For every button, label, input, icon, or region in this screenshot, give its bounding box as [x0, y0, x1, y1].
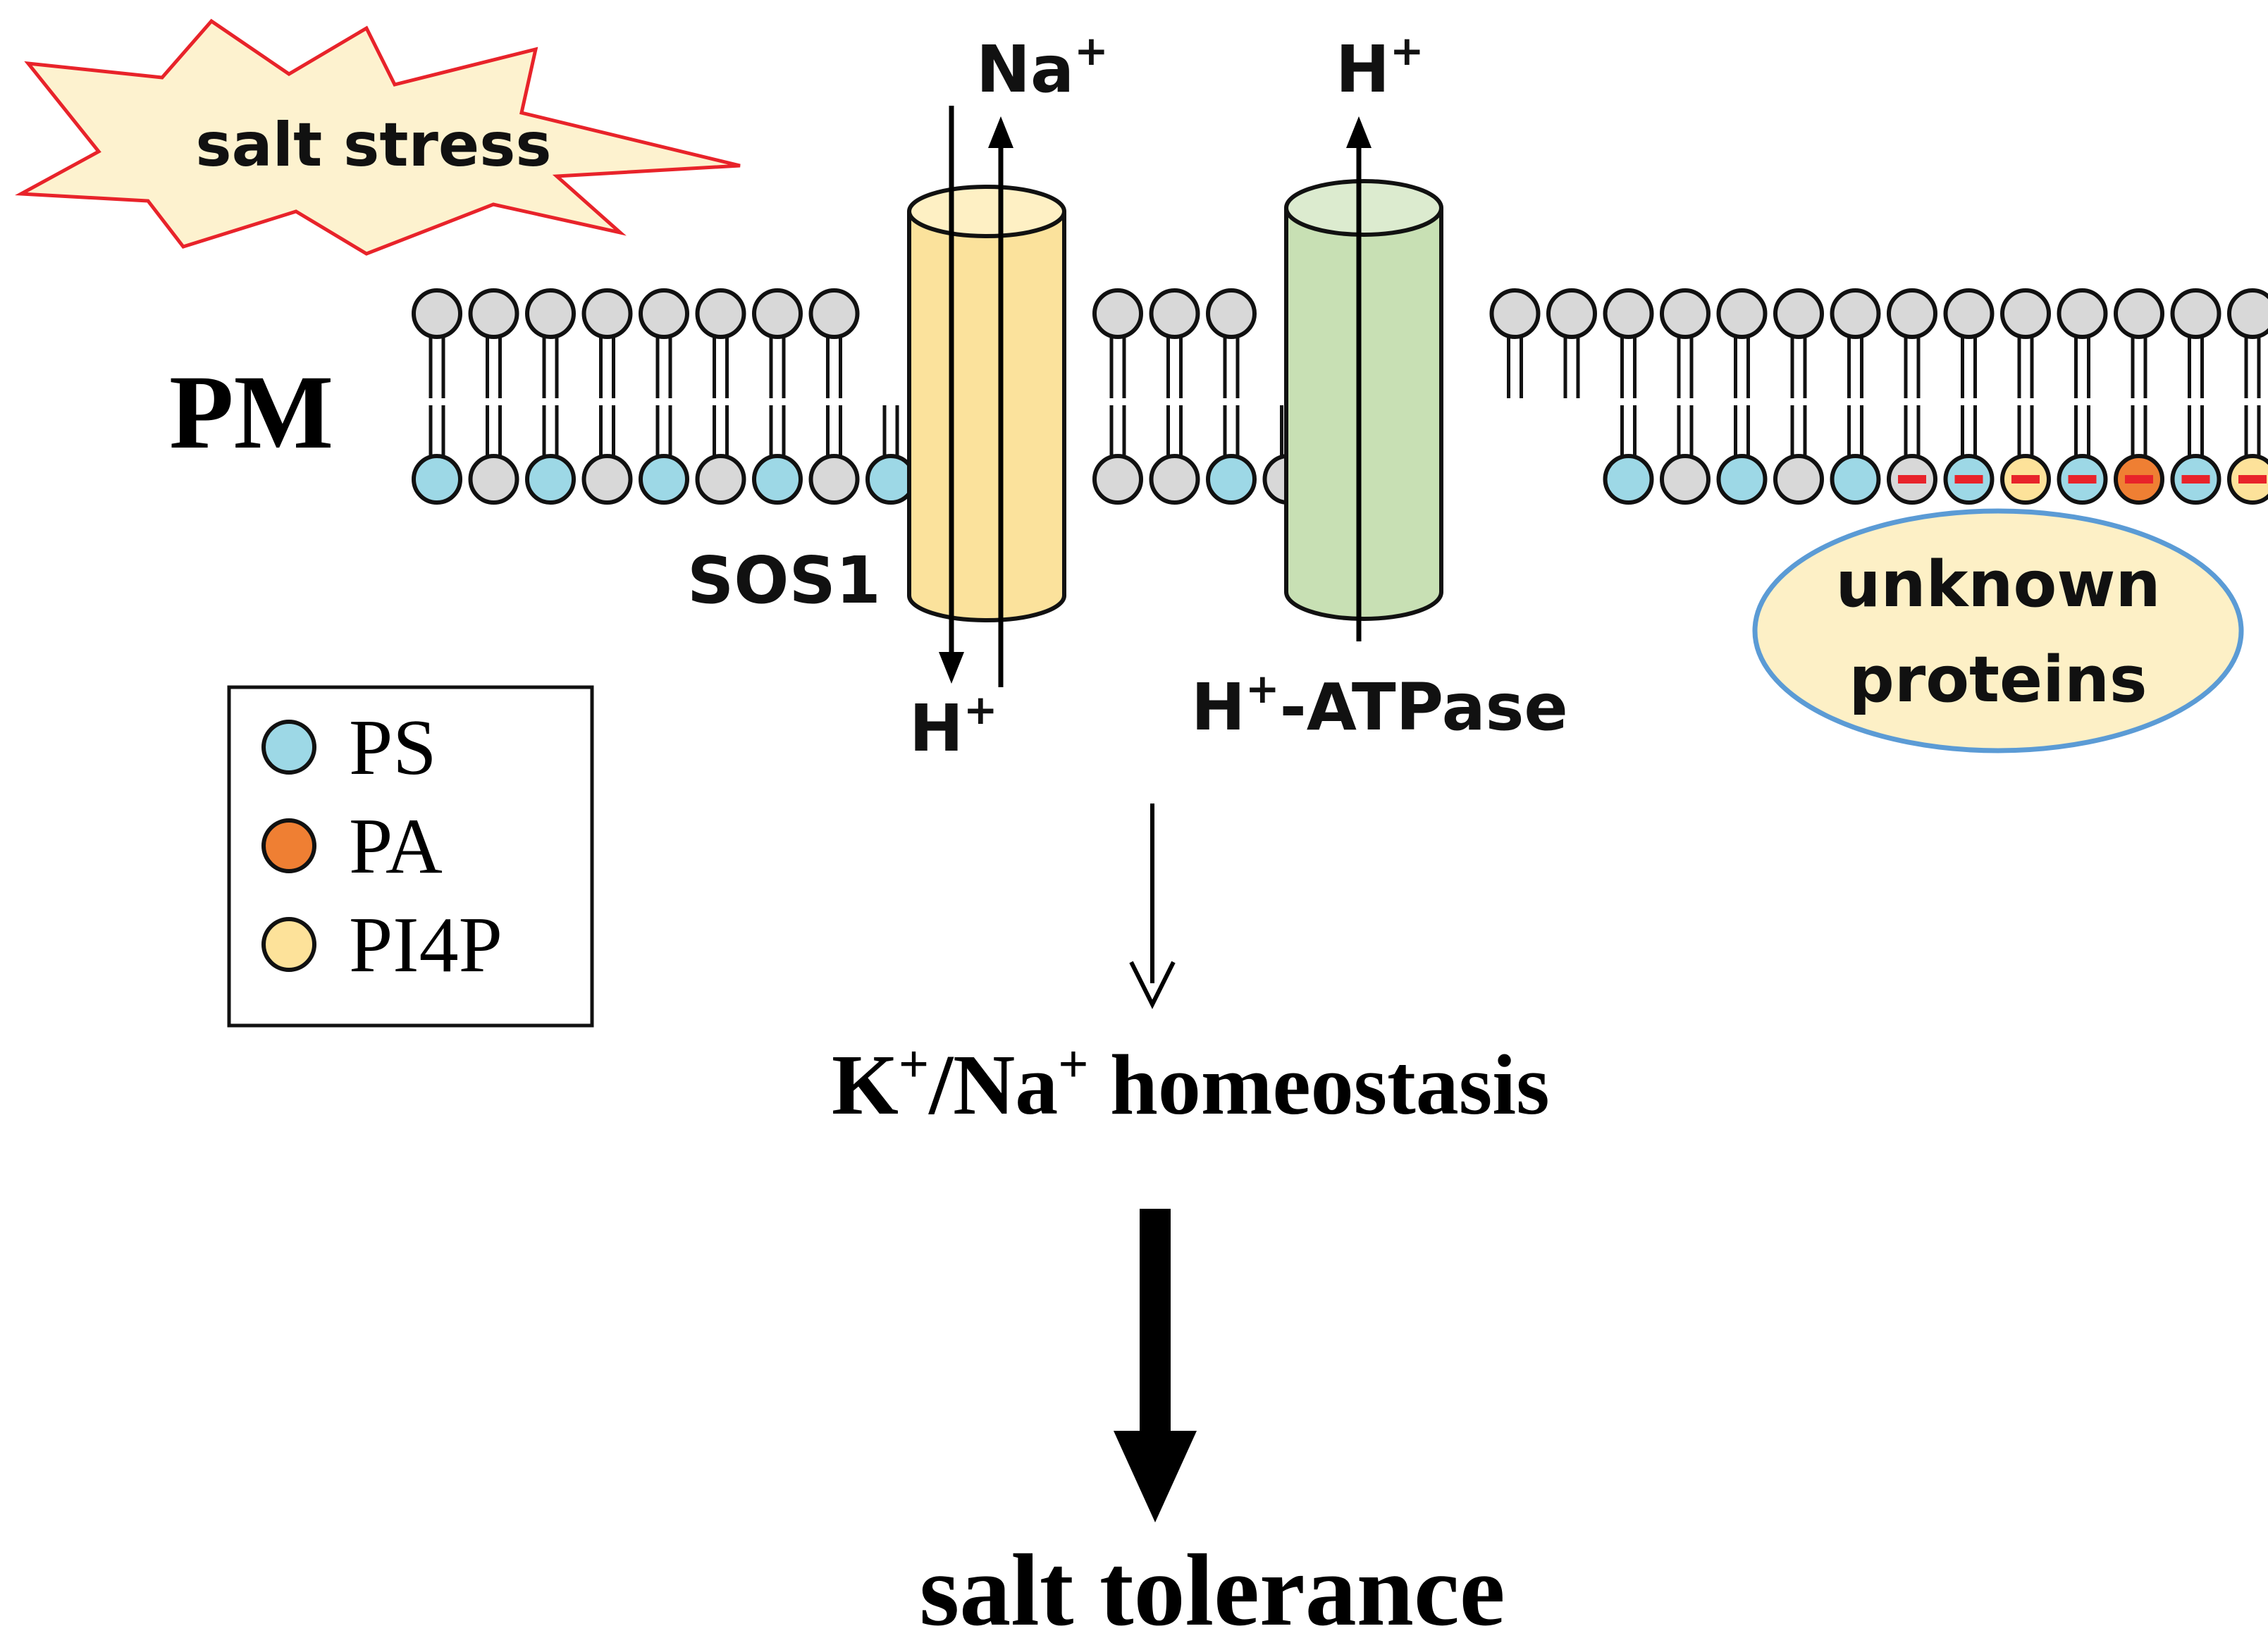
salt-stress-burst: salt stress: [15, 18, 741, 256]
unknown-proteins: unknown proteins: [1752, 508, 2244, 753]
lipid-head-inner: [1660, 454, 1711, 505]
lipid-head-inner: [695, 454, 746, 505]
legend-label: PS: [349, 704, 437, 792]
negative-charge-icon: [1898, 475, 1926, 484]
lipid-head-outer: [525, 288, 576, 339]
lipid-head-inner: [525, 454, 576, 505]
lipid-head-inner: [1603, 454, 1654, 505]
lipid-head-outer: [412, 288, 462, 339]
lipid-head-outer: [1943, 288, 1995, 339]
thick-down-arrow-shaft: [1140, 1209, 1171, 1441]
lipid-head-outer: [1830, 288, 1881, 339]
h-atpase-pump: [1284, 116, 1443, 641]
atpase-label: H+-ATPase: [1191, 665, 1568, 745]
lipid-head-outer: [468, 288, 519, 339]
lipid-head-inner: [752, 454, 803, 505]
legend-swatch: [261, 917, 316, 972]
lipid-head-inner: [1716, 454, 1768, 505]
legend-swatch: [261, 818, 316, 873]
legend-item: PS: [261, 704, 437, 792]
lipid-head-inner: [468, 454, 519, 505]
thick-down-arrowhead: [1114, 1431, 1197, 1522]
lipid-head-outer: [581, 288, 633, 339]
lipid-head-outer: [1489, 288, 1541, 339]
lipid-head-outer: [2114, 288, 2164, 339]
lipid-head-outer: [1206, 288, 1257, 339]
sos1-label: SOS1: [687, 543, 881, 618]
lipid-head-outer: [2000, 288, 2051, 339]
negative-charge-icon: [2125, 475, 2153, 484]
negative-charge-icon: [2181, 475, 2210, 484]
legend-label: PA: [349, 803, 443, 890]
lipid-head-outer: [1773, 288, 1824, 339]
lipid-head-outer: [2057, 288, 2108, 339]
lipid-head-outer: [1149, 288, 1200, 339]
lipid-head-outer: [808, 288, 860, 339]
negative-charge-icon: [1954, 475, 1983, 484]
lipid-head-outer: [1660, 288, 1711, 339]
salt-stress-label: salt stress: [195, 110, 551, 180]
lipid-head-inner: [1830, 454, 1881, 505]
lipid-head-inner: [581, 454, 633, 505]
lipid-head-outer: [2170, 288, 2221, 339]
lipid-head-outer: [639, 288, 689, 339]
lipid-head-outer: [1546, 288, 1597, 339]
sos1-transporter: SOS1: [687, 106, 1066, 687]
lipid-head-outer: [1887, 288, 1937, 339]
lipid-head-outer: [752, 288, 803, 339]
homeostasis-label: K+/Na+ homeostasis: [832, 1035, 1550, 1133]
legend-item: PA: [261, 803, 443, 890]
lipid-head-inner: [1773, 454, 1824, 505]
lipid-head-inner: [1092, 454, 1143, 505]
pm-label: PM: [169, 354, 333, 471]
negative-charge-icon: [2238, 475, 2267, 484]
na-label: Na+: [976, 27, 1109, 107]
h-bottom-label: H+: [909, 686, 998, 766]
unknown-proteins-oval: [1752, 508, 2244, 753]
h-pump-arrowhead: [1346, 116, 1372, 148]
legend-label: PI4P: [349, 901, 503, 989]
legend-swatch: [261, 720, 316, 775]
lipid-head-inner: [639, 454, 689, 505]
unknown-proteins-line2: proteins: [1849, 643, 2147, 717]
lipid-head-inner: [412, 454, 462, 505]
lipid-head-inner: [808, 454, 860, 505]
h-influx-arrowhead: [939, 652, 964, 684]
lipid-head-outer: [695, 288, 746, 339]
thin-down-arrowhead: [1129, 961, 1176, 1009]
h-top-label: H+: [1336, 27, 1424, 107]
na-arrowhead: [988, 116, 1013, 148]
negative-charge-icon: [2068, 475, 2097, 484]
legend-item: PI4P: [261, 901, 503, 989]
negative-charge-icon: [2011, 475, 2040, 484]
lipid-head-outer: [1716, 288, 1768, 339]
lipid-head-inner: [1206, 454, 1257, 505]
lipid-head-outer: [1092, 288, 1143, 339]
unknown-proteins-line1: unknown: [1835, 548, 2160, 622]
lipid-head-inner: [1149, 454, 1200, 505]
burst-shape: [15, 18, 741, 256]
legend: PS PA PI4P: [227, 685, 594, 1028]
lipid-head-outer: [2227, 288, 2268, 339]
salt-tolerance-label: salt tolerance: [919, 1533, 1505, 1647]
lipid-head-outer: [1603, 288, 1654, 339]
